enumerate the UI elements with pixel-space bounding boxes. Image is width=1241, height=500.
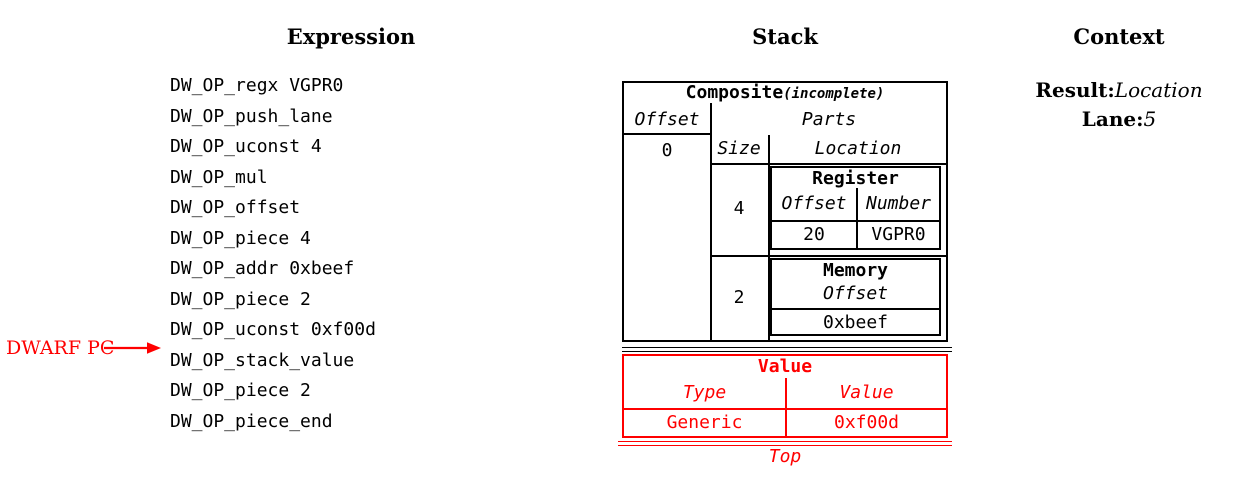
expression-op: DW_OP_piece 4	[170, 227, 311, 249]
memory-title: Memory	[822, 260, 889, 281]
composite-offset-value: 0	[661, 140, 673, 161]
offset-header-rule	[624, 133, 710, 135]
lane-value: 5	[1143, 107, 1157, 131]
register-header-rule	[772, 220, 939, 222]
value-entry-title: Value	[757, 356, 813, 377]
expression-op: DW_OP_regx VGPR0	[170, 75, 344, 96]
register-offset-header: Offset	[781, 193, 847, 214]
parts-size-header: Size	[717, 138, 761, 159]
value-column-divider	[785, 378, 787, 436]
context-column-header: Context	[1073, 24, 1165, 49]
memory-offset-header: Offset	[822, 283, 889, 304]
stack-top-label: Top	[768, 446, 802, 467]
composite-offset-header: Offset	[634, 109, 700, 130]
result-value: Location	[1114, 78, 1203, 102]
expression-op: DW_OP_piece 2	[170, 288, 311, 310]
part-size-value: 2	[733, 287, 745, 308]
composite-title: Composite	[685, 82, 784, 103]
register-location-table: Register Offset Number 20 VGPR0	[770, 166, 941, 250]
value-value-value: 0xf00d	[833, 412, 900, 433]
parts-location-header: Location	[814, 138, 902, 159]
lane-label: Lane:	[1081, 107, 1144, 131]
composite-title-row: Composite(incomplete)	[624, 83, 946, 105]
value-value-header: Value	[839, 382, 894, 403]
expression-op: DW_OP_uconst 4	[170, 136, 322, 158]
context-lane-line: Lane:5	[1019, 107, 1219, 131]
expression-column-header: Expression	[286, 24, 416, 49]
expression-op: DW_OP_mul	[170, 166, 268, 188]
register-column-divider	[856, 188, 858, 248]
register-number-value: VGPR0	[871, 224, 926, 245]
register-offset-value: 20	[803, 224, 825, 245]
expression-op: DW_OP_addr 0xbeef	[170, 258, 355, 280]
register-title: Register	[812, 168, 899, 189]
memory-location-table: Memory Offset 0xbeef	[770, 258, 941, 336]
composite-parts-header: Parts	[801, 109, 857, 130]
dwarf-pc-arrow-icon	[104, 342, 161, 354]
expression-op: DW_OP_uconst 0xf00d	[170, 319, 376, 341]
stack-entry-composite: Composite(incomplete) Offset Parts 0 Siz…	[622, 81, 948, 342]
expression-op: DW_OP_offset	[170, 197, 301, 219]
result-label: Result:	[1035, 78, 1115, 102]
size-location-divider	[768, 135, 770, 340]
composite-incomplete-note: (incomplete)	[783, 86, 885, 102]
memory-header-rule	[772, 308, 939, 310]
expression-op: DW_OP_piece 2	[170, 380, 311, 402]
value-type-header: Type	[682, 382, 727, 403]
expression-op-list: DW_OP_regx VGPR0 DW_OP_push_lane DW_OP_u…	[170, 71, 376, 438]
stack-top-separator	[618, 441, 952, 446]
stack-entry-separator	[622, 347, 952, 352]
expression-op-current: DW_OP_stack_value	[170, 349, 355, 371]
stack-entry-value: Value Type Value Generic 0xf00d	[622, 354, 948, 438]
parts-row-divider	[710, 255, 946, 257]
size-location-header-rule	[710, 163, 946, 165]
expression-op: DW_OP_push_lane	[170, 105, 333, 127]
register-number-header: Number	[865, 193, 932, 214]
offset-parts-divider	[710, 103, 712, 340]
context-result-line: Result:Location	[1019, 78, 1219, 102]
memory-offset-value: 0xbeef	[822, 312, 889, 333]
expression-op: DW_OP_piece_end	[170, 411, 333, 433]
stack-column-header: Stack	[752, 24, 818, 49]
dwarf-pc-label: DWARF PC	[6, 337, 115, 359]
value-header-rule	[624, 408, 946, 410]
value-type-value: Generic	[666, 412, 743, 433]
part-size-value: 4	[733, 198, 745, 219]
